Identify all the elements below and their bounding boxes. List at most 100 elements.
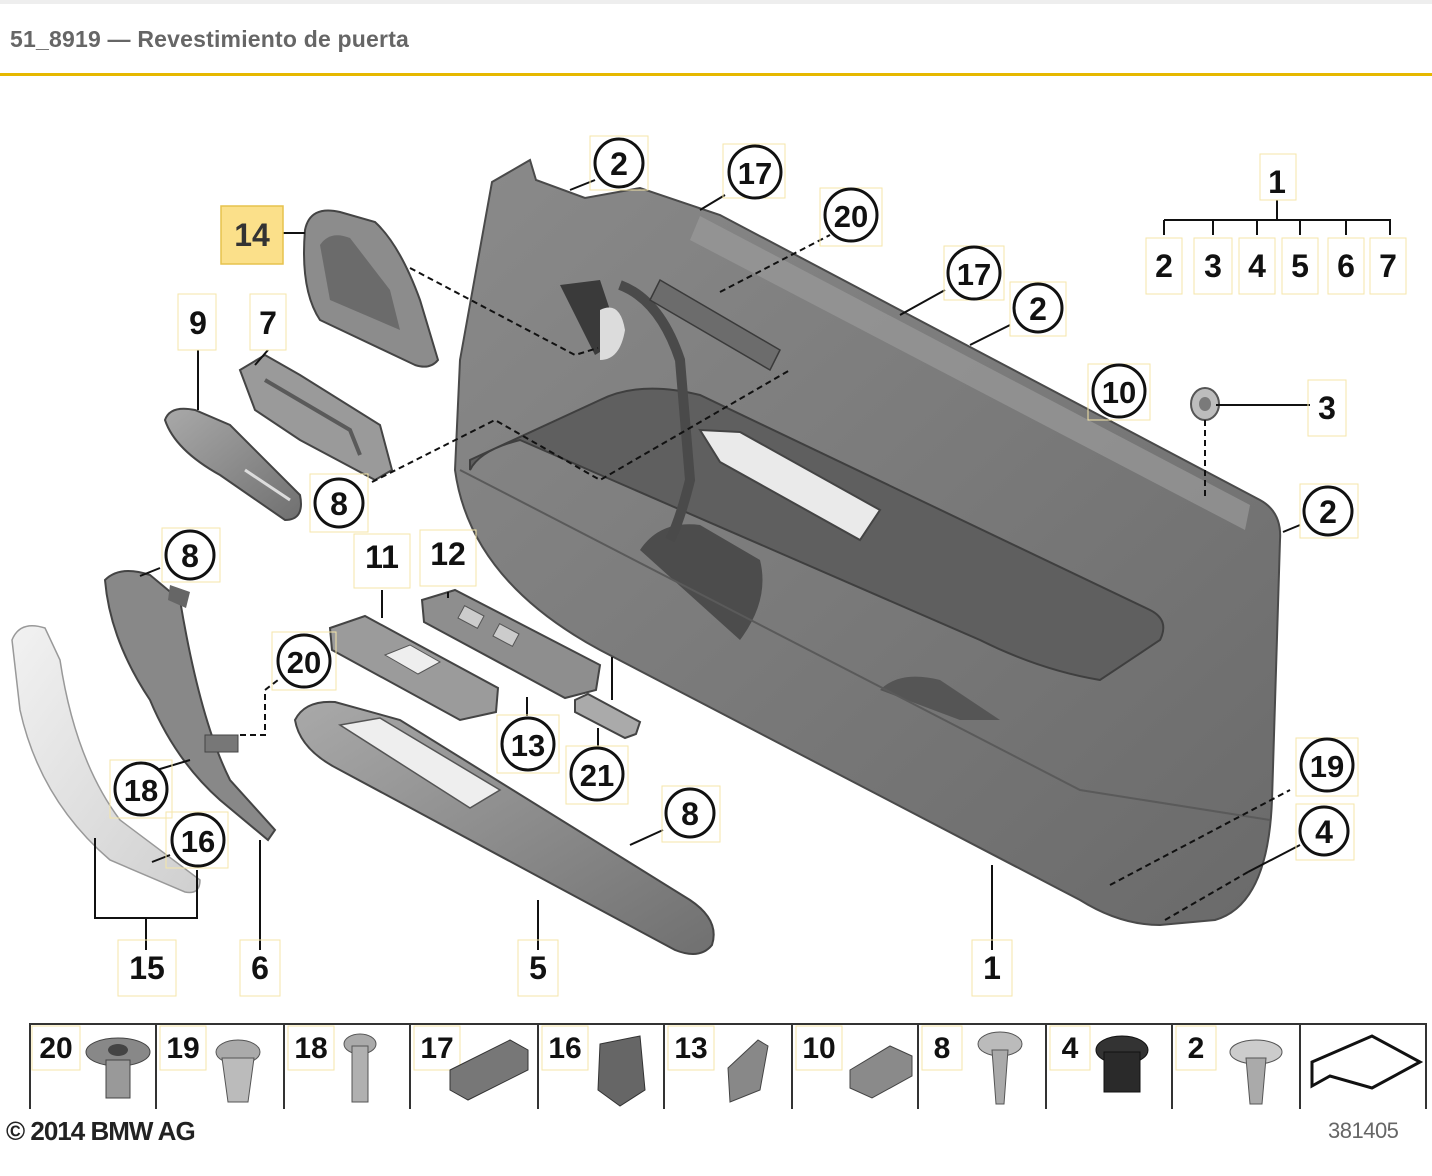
- callout-5[interactable]: 5: [517, 939, 559, 997]
- plastic-clip-icon: [849, 1045, 913, 1099]
- leader-lines: [94, 179, 1391, 950]
- svg-text:5: 5: [529, 950, 547, 986]
- svg-text:16: 16: [548, 1032, 581, 1065]
- svg-text:20: 20: [834, 199, 868, 234]
- svg-text:17: 17: [420, 1032, 453, 1065]
- svg-text:10: 10: [1102, 375, 1136, 410]
- svg-text:19: 19: [1310, 749, 1344, 784]
- svg-text:12: 12: [430, 536, 466, 572]
- fir-tree-clip-icon: [1229, 1039, 1283, 1105]
- fastener-parts-strip: 20 19 18 17: [29, 1023, 1427, 1109]
- svg-text:9: 9: [189, 305, 207, 341]
- self-tapping-screw-icon: [977, 1031, 1023, 1105]
- svg-text:2: 2: [610, 146, 628, 182]
- callout-13[interactable]: 13: [496, 714, 560, 774]
- callout-3[interactable]: 3: [1307, 379, 1347, 437]
- callout-15[interactable]: 15: [117, 939, 177, 997]
- group-child-7[interactable]: 7: [1379, 248, 1397, 284]
- callout-4[interactable]: 4: [1295, 803, 1355, 861]
- group-child-2[interactable]: 2: [1155, 248, 1173, 284]
- svg-text:13: 13: [511, 728, 545, 763]
- svg-text:17: 17: [957, 257, 991, 292]
- retainer-clip-icon: [727, 1039, 769, 1103]
- group-child-3[interactable]: 3: [1204, 248, 1222, 284]
- callout-2-top[interactable]: 2: [589, 135, 649, 191]
- svg-text:13: 13: [674, 1032, 707, 1065]
- callout-1-group[interactable]: 1: [1259, 153, 1297, 201]
- callout-9[interactable]: 9: [177, 293, 217, 351]
- strip-cell-19[interactable]: 19: [159, 1025, 261, 1103]
- callout-1-panel[interactable]: 1: [971, 939, 1013, 997]
- handle-bezel-cover-part: [303, 209, 440, 368]
- exploded-parts-diagram: 14 2 17 20 17 2: [11, 135, 1427, 1109]
- group-children: 2 3 4 5 6 7: [1145, 237, 1407, 295]
- strip-cell-16[interactable]: 16: [541, 1025, 646, 1107]
- page-title: 51_8919 — Revestimiento de puerta: [10, 26, 410, 52]
- figure-number: 381405: [1328, 1118, 1399, 1143]
- cap-clip-part: [1190, 387, 1220, 421]
- svg-text:2: 2: [1319, 494, 1337, 530]
- armrest-part: [293, 700, 715, 955]
- callout-21[interactable]: 21: [565, 745, 629, 805]
- strip-cell-17[interactable]: 17: [413, 1025, 529, 1101]
- pull-handle-cover-part: [11, 625, 201, 894]
- svg-text:8: 8: [934, 1032, 951, 1065]
- strip-cell-8[interactable]: 8: [921, 1025, 1023, 1105]
- svg-text:17: 17: [738, 156, 772, 191]
- svg-text:18: 18: [124, 773, 158, 808]
- svg-text:6: 6: [251, 950, 269, 986]
- callouts: 14 2 17 20 17 2: [109, 135, 1407, 997]
- svg-text:2: 2: [1188, 1032, 1205, 1065]
- callout-11[interactable]: 11: [353, 533, 411, 589]
- strip-cell-2[interactable]: 2: [1175, 1025, 1283, 1105]
- svg-text:21: 21: [580, 758, 614, 793]
- strip-cell-4[interactable]: 4: [1049, 1025, 1149, 1093]
- strip-cell-20[interactable]: 20: [31, 1025, 151, 1099]
- callout-7[interactable]: 7: [249, 293, 287, 351]
- callout-17-top[interactable]: 17: [722, 143, 786, 200]
- svg-text:8: 8: [181, 538, 199, 574]
- callout-16[interactable]: 16: [165, 811, 229, 869]
- callout-8-carrier[interactable]: 8: [161, 527, 221, 583]
- callout-label: 14: [234, 217, 270, 253]
- strip-cell-10[interactable]: 10: [795, 1025, 913, 1099]
- handle-carrier-part: [238, 353, 394, 482]
- copyright-notice: © 2014 BMW AG: [6, 1116, 196, 1146]
- callout-8-armrest[interactable]: 8: [661, 785, 721, 843]
- callout-19[interactable]: 19: [1295, 737, 1359, 797]
- callout-8-handle[interactable]: 8: [309, 473, 369, 533]
- door-trim-panel: [453, 158, 1282, 927]
- svg-text:2: 2: [1029, 291, 1047, 327]
- callout-6[interactable]: 6: [239, 939, 281, 997]
- rubber-plug-icon: [1095, 1035, 1149, 1093]
- callout-2-mid[interactable]: 2: [1009, 281, 1067, 337]
- svg-text:19: 19: [166, 1032, 199, 1065]
- inner-handle-part: [163, 407, 302, 522]
- page-header: 51_8919 — Revestimiento de puerta: [0, 0, 1432, 76]
- strip-cell-13[interactable]: 13: [667, 1025, 769, 1103]
- callout-14-highlighted[interactable]: 14: [220, 205, 284, 265]
- group-child-5[interactable]: 5: [1291, 248, 1309, 284]
- group-child-4[interactable]: 4: [1248, 248, 1266, 284]
- svg-text:4: 4: [1315, 814, 1333, 850]
- switch-frame-part: [328, 614, 500, 722]
- front-direction-arrow-icon: [1310, 1034, 1424, 1090]
- header-top-rule: [0, 0, 1432, 4]
- svg-text:1: 1: [1268, 164, 1286, 200]
- callout-20-top[interactable]: 20: [819, 187, 883, 247]
- group-child-6[interactable]: 6: [1337, 248, 1355, 284]
- small-cover-part: [574, 692, 642, 740]
- spring-clip-icon: [597, 1035, 646, 1107]
- callout-10-panel[interactable]: 10: [1087, 363, 1151, 421]
- svg-text:20: 20: [39, 1032, 72, 1065]
- dashed-leader-lines: [240, 234, 1291, 921]
- callout-12[interactable]: 12: [419, 529, 477, 587]
- strip-cell-18[interactable]: 18: [287, 1025, 377, 1103]
- callout-18[interactable]: 18: [109, 759, 173, 819]
- svg-text:16: 16: [181, 824, 215, 859]
- callout-17-mid[interactable]: 17: [943, 245, 1005, 301]
- bolt-icon: [343, 1033, 377, 1103]
- svg-text:7: 7: [259, 305, 277, 341]
- callout-2-right[interactable]: 2: [1299, 483, 1359, 539]
- callout-20-carrier[interactable]: 20: [271, 631, 337, 691]
